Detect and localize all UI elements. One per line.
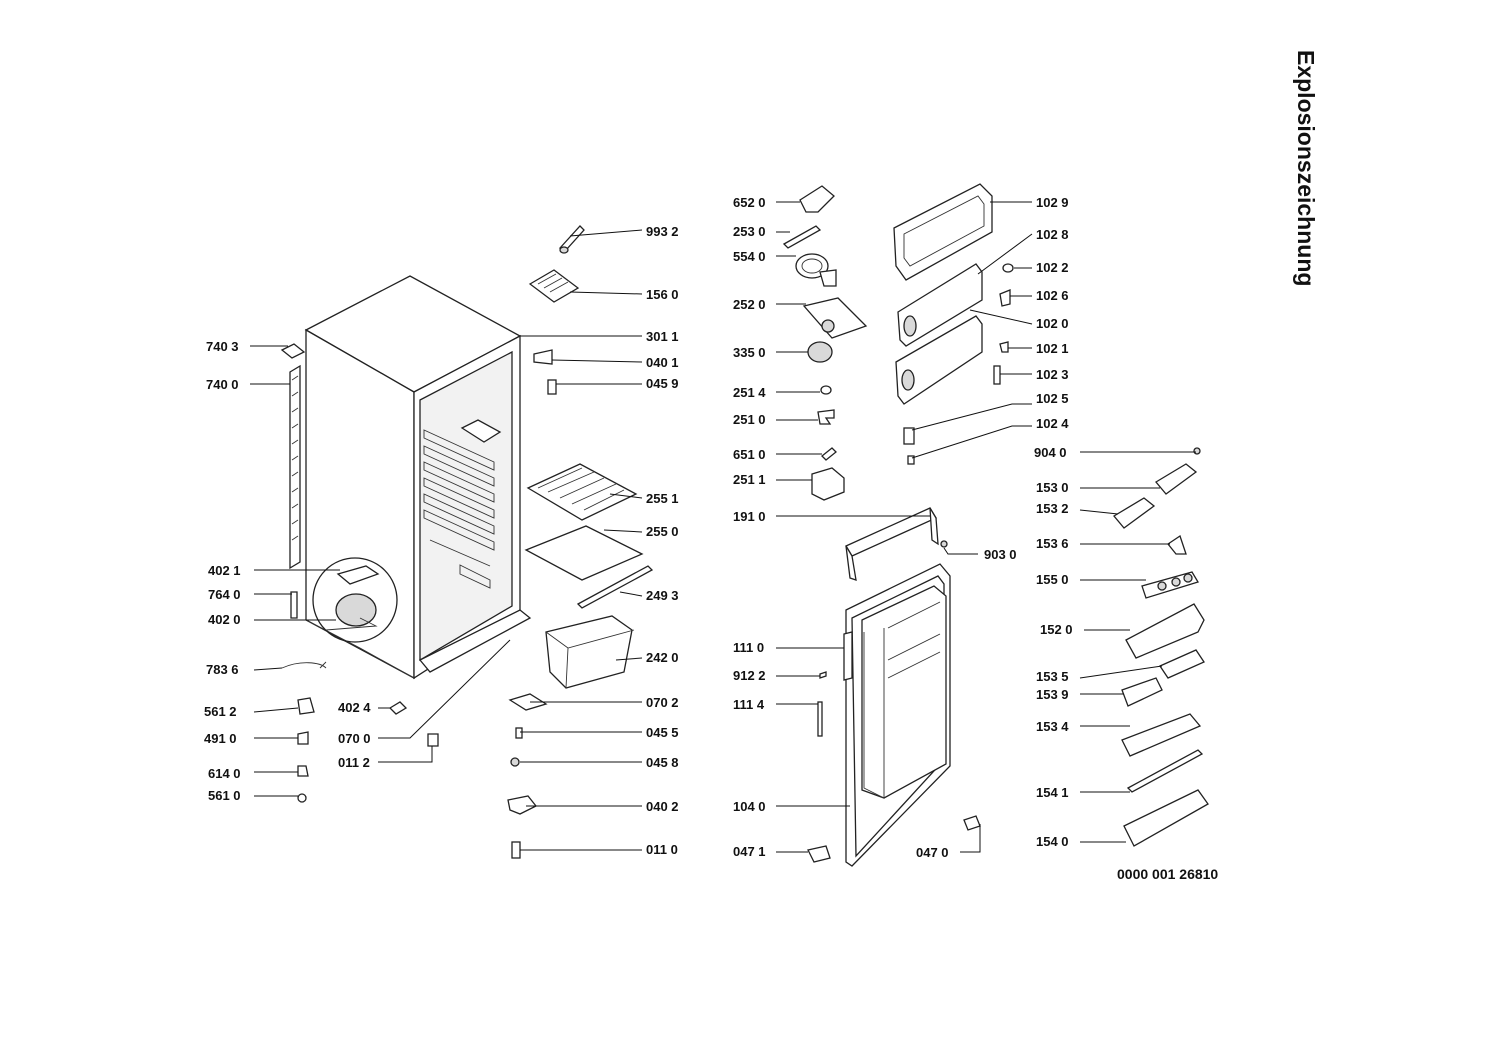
label-402-1: 402 1 (208, 563, 241, 578)
label-047-0: 047 0 (916, 845, 949, 860)
label-152-0: 152 0 (1040, 622, 1073, 637)
label-651-0: 651 0 (733, 447, 766, 462)
label-102-8: 102 8 (1036, 227, 1069, 242)
label-070-0: 070 0 (338, 731, 371, 746)
parts-column-1 (507, 225, 654, 859)
label-111-0: 111 0 (733, 640, 764, 655)
label-102-3: 102 3 (1036, 367, 1069, 382)
drawing-number: 0000 001 26810 (1117, 866, 1219, 882)
label-111-4: 111 4 (733, 697, 765, 712)
label-047-1: 047 1 (733, 844, 766, 859)
label-040-2: 040 2 (646, 799, 679, 814)
label-191-0: 191 0 (733, 509, 766, 524)
label-153-0: 153 0 (1036, 480, 1069, 495)
label-154-1: 154 1 (1036, 785, 1069, 800)
label-740-0: 740 0 (206, 377, 239, 392)
label-251-1: 251 1 (733, 472, 766, 487)
label-040-1: 040 1 (646, 355, 679, 370)
label-104-0: 104 0 (733, 799, 766, 814)
diagram-title-container: Explosionszeichnung (1283, 50, 1323, 350)
label-402-4: 402 4 (338, 700, 371, 715)
label-764-0: 764 0 (208, 587, 241, 602)
label-561-0: 561 0 (208, 788, 241, 803)
label-554-0: 554 0 (733, 249, 766, 264)
label-102-2: 102 2 (1036, 260, 1069, 275)
diagram-title: Explosionszeichnung (1293, 50, 1319, 287)
label-740-3: 740 3 (206, 339, 239, 354)
label-153-5: 153 5 (1036, 669, 1069, 684)
cabinet (304, 275, 532, 680)
label-153-6: 153 6 (1036, 536, 1069, 551)
part-labels: 993 2 156 0 301 1 040 1 045 9 255 1 255 … (204, 195, 1073, 860)
label-252-0: 252 0 (733, 297, 766, 312)
parts-column-3 (893, 183, 1209, 847)
label-402-0: 402 0 (208, 612, 241, 627)
label-011-0: 011 0 (646, 842, 678, 857)
label-251-0: 251 0 (733, 412, 766, 427)
label-070-2: 070 2 (646, 695, 679, 710)
label-614-0: 614 0 (208, 766, 241, 781)
label-253-0: 253 0 (733, 224, 766, 239)
label-993-2: 993 2 (646, 224, 679, 239)
label-011-2: 011 2 (338, 755, 370, 770)
label-251-4: 251 4 (733, 385, 766, 400)
label-903-0: 903 0 (984, 547, 1017, 562)
label-102-6: 102 6 (1036, 288, 1069, 303)
label-102-5: 102 5 (1036, 391, 1069, 406)
label-561-2: 561 2 (204, 704, 237, 719)
label-155-0: 155 0 (1036, 572, 1069, 587)
label-153-9: 153 9 (1036, 687, 1069, 702)
parts-column-2 (782, 185, 939, 581)
condenser (280, 343, 306, 619)
label-045-5: 045 5 (646, 725, 679, 740)
label-153-4: 153 4 (1036, 719, 1069, 734)
label-491-0: 491 0 (204, 731, 237, 746)
compressor-detail (312, 557, 398, 643)
label-335-0: 335 0 (733, 345, 766, 360)
label-102-0: 102 0 (1036, 316, 1069, 331)
parts-left (281, 661, 439, 803)
label-255-0: 255 0 (646, 524, 679, 539)
label-904-0: 904 0 (1034, 445, 1067, 460)
label-153-2: 153 2 (1036, 501, 1069, 516)
label-249-3: 249 3 (646, 588, 679, 603)
label-102-9: 102 9 (1036, 195, 1069, 210)
label-102-4: 102 4 (1036, 416, 1069, 431)
label-242-0: 242 0 (646, 650, 679, 665)
label-652-0: 652 0 (733, 195, 766, 210)
label-045-9: 045 9 (646, 376, 679, 391)
label-154-0: 154 0 (1036, 834, 1069, 849)
label-255-1: 255 1 (646, 491, 679, 506)
label-045-8: 045 8 (646, 755, 679, 770)
label-156-0: 156 0 (646, 287, 679, 302)
label-102-1: 102 1 (1036, 341, 1069, 356)
door (807, 563, 981, 867)
label-783-6: 783 6 (206, 662, 239, 677)
label-301-1: 301 1 (646, 329, 679, 344)
leader-lines (250, 201, 1196, 853)
label-912-2: 912 2 (733, 668, 766, 683)
